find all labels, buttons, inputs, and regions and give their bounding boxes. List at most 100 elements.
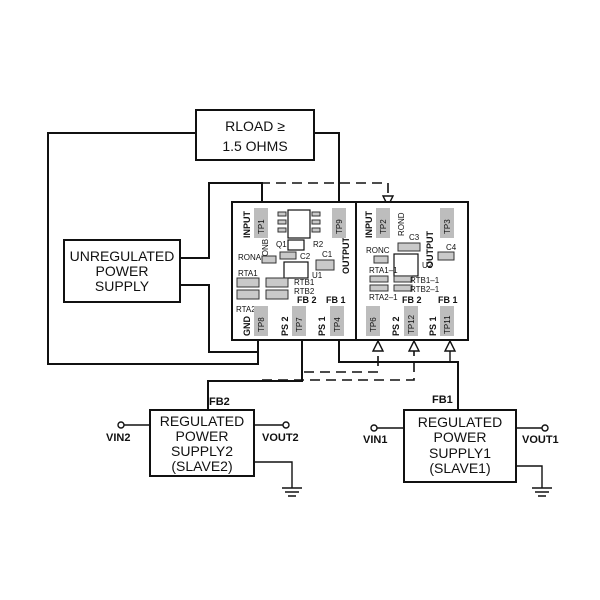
board-right-output: OUTPUT bbox=[425, 231, 435, 269]
c2-component bbox=[279, 251, 297, 260]
supply2-line1: REGULATED bbox=[160, 413, 245, 429]
tp1-pad bbox=[254, 208, 268, 238]
unregulated-line3: SUPPLY bbox=[95, 278, 150, 294]
q1-component bbox=[287, 239, 305, 251]
tp8-pad bbox=[254, 306, 268, 336]
board-left-rta1: RTA1 bbox=[238, 269, 258, 278]
board-left-rtb1: RTB1 bbox=[294, 278, 315, 287]
board-right-rta21: RTA2–1 bbox=[369, 293, 398, 302]
supply1-fb-label: FB1 bbox=[432, 394, 453, 406]
board-right-tp3: TP3 bbox=[443, 219, 452, 234]
rona-component bbox=[261, 255, 277, 264]
board-right-rond: ROND bbox=[397, 212, 406, 236]
board-left-fb1: FB 1 bbox=[326, 295, 346, 305]
board-left-q1: Q1 bbox=[276, 240, 287, 249]
rtb-pad-c bbox=[393, 275, 413, 283]
board-right-rtb21: RTB2–1 bbox=[410, 285, 440, 294]
board-left-tp7: TP7 bbox=[295, 317, 304, 332]
board-right-rta11: RTA1–1 bbox=[369, 266, 398, 275]
board-right-tp6: TP6 bbox=[369, 317, 378, 332]
board-right-ronc: RONC bbox=[366, 246, 390, 255]
board-left-tp8: TP8 bbox=[257, 317, 266, 332]
board-left-c1: C1 bbox=[322, 250, 333, 259]
board-left-gnd: GND bbox=[242, 316, 252, 337]
tp12-pad bbox=[404, 306, 418, 336]
rta21-pad-a bbox=[369, 284, 389, 292]
board-left-rtb2: RTB2 bbox=[294, 287, 315, 296]
board-left-tp1: TP1 bbox=[257, 219, 266, 234]
rta1-pad-b bbox=[236, 289, 260, 300]
supply1-line1: REGULATED bbox=[418, 414, 503, 430]
unregulated-line2: POWER bbox=[96, 263, 149, 279]
unregulated-line1: UNREGULATED bbox=[70, 248, 175, 264]
unregulated-supply-box: UNREGULATED POWER SUPPLY bbox=[63, 239, 181, 303]
supply2-vin: VIN2 bbox=[106, 432, 130, 444]
board-left-tp4: TP4 bbox=[333, 317, 342, 332]
rload-box: RLOAD ≥ 1.5 OHMS bbox=[195, 109, 315, 161]
board-right-tp12: TP12 bbox=[407, 314, 416, 334]
rload-line1: RLOAD ≥ bbox=[225, 118, 285, 134]
rload-line2: 1.5 OHMS bbox=[222, 138, 287, 154]
rtb-pad-b bbox=[265, 289, 289, 300]
board-left-rta2: RTA2 bbox=[236, 305, 256, 314]
supply2-line2: POWER bbox=[176, 428, 229, 444]
supply1-line4: (SLAVE1) bbox=[429, 460, 490, 476]
supply2-fb-label: FB2 bbox=[209, 396, 230, 408]
vin2-terminal bbox=[117, 421, 125, 429]
regulated-supply1: FB1 REGULATED POWER SUPPLY1 (SLAVE1) VIN… bbox=[363, 394, 559, 497]
vout1-terminal bbox=[541, 424, 549, 432]
c3-component bbox=[397, 242, 421, 252]
tp11-pad bbox=[440, 306, 454, 336]
supply1-vin: VIN1 bbox=[363, 434, 387, 446]
supply2-line3: SUPPLY2 bbox=[171, 443, 233, 459]
rtb-pad-d bbox=[393, 284, 413, 292]
rta11-pad bbox=[369, 275, 389, 283]
board-left-c2: C2 bbox=[300, 252, 311, 261]
board-left-r2: R2 bbox=[313, 240, 324, 249]
board-right-ps2: PS 2 bbox=[391, 316, 401, 336]
tp2-pad bbox=[376, 208, 390, 238]
vout2-terminal bbox=[282, 421, 290, 429]
supply1-line3: SUPPLY1 bbox=[429, 445, 491, 461]
tp3-pad bbox=[440, 208, 454, 238]
board-left-ic bbox=[287, 209, 311, 239]
board-right-fb1: FB 1 bbox=[438, 295, 458, 305]
board-right-ps1: PS 1 bbox=[428, 316, 438, 336]
vin1-terminal bbox=[370, 424, 378, 432]
board-left-u1: U1 bbox=[312, 271, 323, 280]
c1-component bbox=[315, 259, 335, 271]
board-right-rtb11: RTB1–1 bbox=[410, 276, 440, 285]
board-left-ronb: RONB bbox=[261, 239, 270, 262]
c4-component bbox=[437, 251, 455, 261]
board-left-input: INPUT bbox=[242, 210, 252, 238]
supply2-line4: (SLAVE2) bbox=[171, 458, 232, 474]
tp6-pad bbox=[366, 306, 380, 336]
eval-board-left: INPUT TP1 OUTPUT TP9 Q1 R2 RONB RONA C2 … bbox=[231, 201, 357, 341]
ground1-icon bbox=[532, 487, 552, 497]
board-right-tp2: TP2 bbox=[379, 219, 388, 234]
board-left-fb2: FB 2 bbox=[297, 295, 317, 305]
u1-chip bbox=[283, 261, 309, 279]
board-left-rona: RONA bbox=[238, 253, 262, 262]
board-left-output: OUTPUT bbox=[341, 237, 351, 275]
supply1-vout: VOUT1 bbox=[522, 434, 559, 446]
tp7-pad bbox=[292, 306, 306, 336]
board-left-tp9: TP9 bbox=[335, 219, 344, 234]
regulated-supply2: FB2 REGULATED POWER SUPPLY2 (SLAVE2) VIN… bbox=[106, 396, 302, 497]
ronc-component bbox=[373, 255, 389, 264]
board-right-u2: U2 bbox=[422, 261, 433, 270]
rtb-pad-a bbox=[265, 277, 289, 288]
board-right-tp11: TP11 bbox=[443, 315, 452, 334]
tp4-pad bbox=[330, 306, 344, 336]
ground2-icon bbox=[282, 487, 302, 497]
tp9-pad bbox=[332, 208, 346, 238]
board-right-input: INPUT bbox=[364, 210, 374, 238]
supply1-line2: POWER bbox=[434, 429, 487, 445]
board-right-fb2: FB 2 bbox=[402, 295, 422, 305]
board-left-ps2: PS 2 bbox=[280, 316, 290, 336]
board-left-ps1: PS 1 bbox=[317, 316, 327, 336]
wiring bbox=[47, 132, 459, 410]
eval-board-right: INPUT TP2 ROND OUTPUT TP3 C3 C4 RONC U2 … bbox=[355, 201, 469, 341]
rta1-pad-a bbox=[236, 277, 260, 288]
